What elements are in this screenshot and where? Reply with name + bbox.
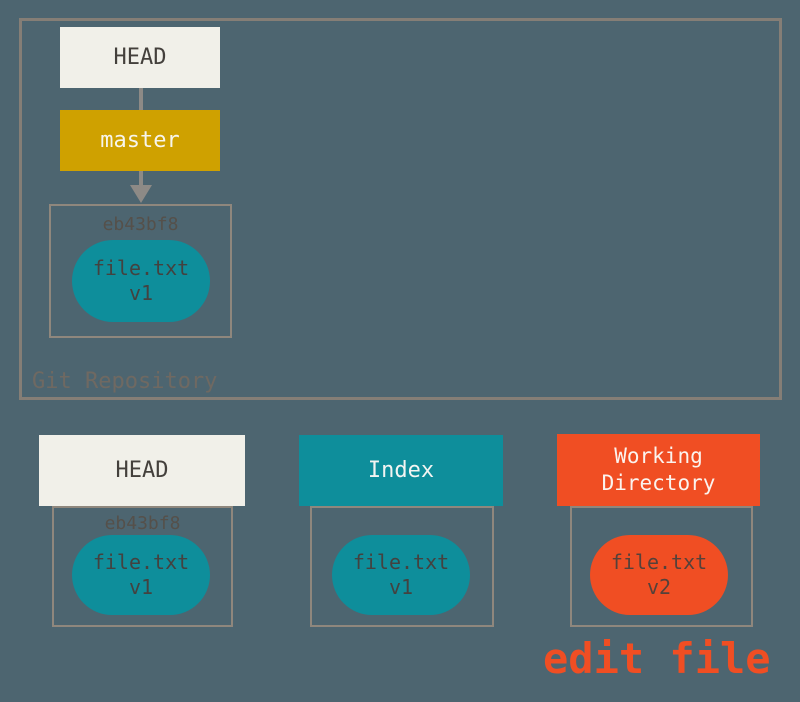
working-directory-box: file.txt v2 [570,506,753,627]
working-directory-label: Working Directory [601,444,716,495]
commit-file-pill: file.txt v1 [72,240,210,322]
index-file-name: file.txt [352,550,450,574]
commit-box: eb43bf8 file.txt v1 [49,204,232,338]
head-ref-label: HEAD [113,44,167,70]
commit-file-name: file.txt [92,256,190,280]
arrow-down-icon [130,185,152,203]
head-commit-hash-label: eb43bf8 [104,513,181,534]
working-directory-file-name: file.txt [610,550,708,574]
index-column-header: Index [299,435,503,506]
git-repository-box [19,18,782,400]
head-column-box: eb43bf8 file.txt v1 [52,506,233,627]
index-file-version: v1 [388,575,414,599]
master-branch-box: master [60,110,220,171]
working-directory-header: Working Directory [557,434,760,506]
git-repository-label: Git Repository [32,369,218,394]
head-column-header: HEAD [39,435,245,506]
working-directory-file-pill: file.txt v2 [590,535,728,615]
master-to-commit-connector [139,171,143,186]
edit-file-annotation: edit file [543,634,771,683]
head-ref-box: HEAD [60,27,220,88]
working-directory-file-version: v2 [646,575,672,599]
index-column-label: Index [367,457,435,483]
head-to-master-connector [139,88,143,110]
commit-hash-label: eb43bf8 [102,214,179,235]
head-file-version: v1 [128,575,154,599]
head-column-label: HEAD [115,457,169,483]
commit-file-version: v1 [128,281,154,305]
index-column-box: file.txt v1 [310,506,494,627]
head-file-name: file.txt [92,550,190,574]
head-file-pill: file.txt v1 [72,535,210,615]
index-file-pill: file.txt v1 [332,535,470,615]
master-branch-label: master [100,127,180,153]
